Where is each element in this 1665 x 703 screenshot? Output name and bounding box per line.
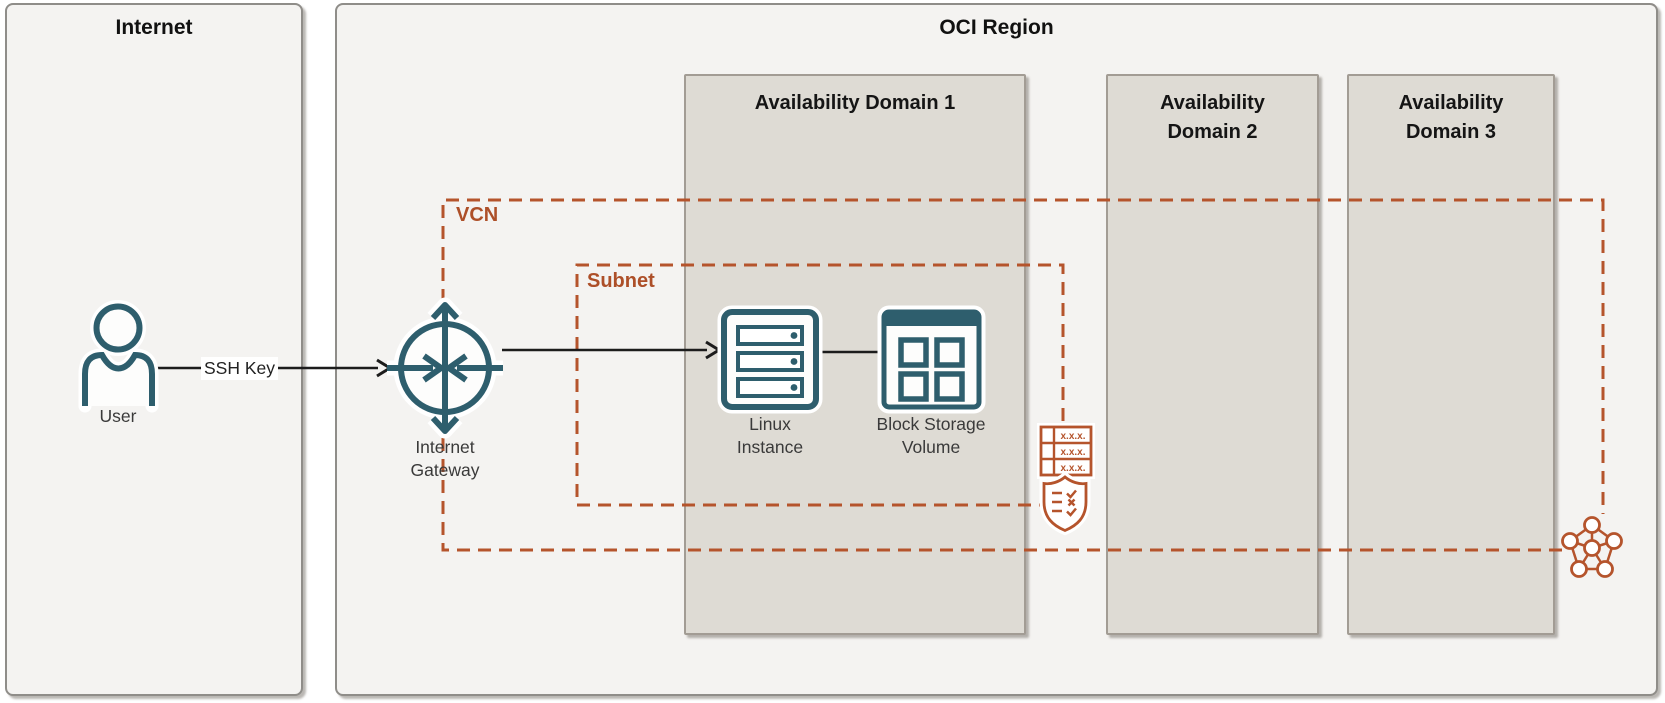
availability-domain-3: Availability Domain 3 (1347, 74, 1555, 635)
internet-zone-title: Internet (115, 16, 193, 39)
internet-gateway-label: Internet Gateway (410, 437, 480, 481)
user-label: User (99, 406, 137, 426)
availability-domain-1: Availability Domain 1 (684, 74, 1026, 635)
vcn-label: VCN (456, 204, 499, 226)
availability-domain-1-title: Availability Domain 1 (754, 92, 956, 114)
subnet-label: Subnet (587, 270, 655, 292)
availability-domain-3-title: Availability Domain 3 (1398, 92, 1504, 143)
availability-domain-2: Availability Domain 2 (1106, 74, 1319, 635)
availability-domain-2-title: Availability Domain 2 (1160, 92, 1265, 143)
oci-region-title: OCI Region (939, 16, 1054, 39)
linux-instance-label: Linux Instance (736, 414, 804, 458)
ssh-key-label: SSH Key (201, 357, 278, 380)
block-storage-volume-label: Block Storage Volume (876, 414, 986, 458)
internet-zone: Internet (5, 3, 303, 696)
